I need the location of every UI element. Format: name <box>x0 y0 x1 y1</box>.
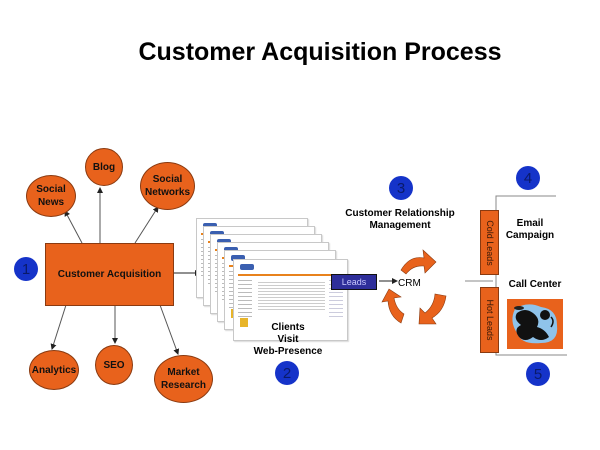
step-3-badge: 3 <box>389 176 413 200</box>
web-page-thumbnail <box>233 259 348 341</box>
leads-box: Leads <box>331 274 377 290</box>
call-center-figure-icon <box>512 304 558 344</box>
cold-leads-tab: Cold Leads <box>480 210 499 275</box>
analytics-bubble: Analytics <box>29 350 79 390</box>
web-presence-line-1: Clients <box>271 322 305 333</box>
email-campaign-line-1: Email <box>516 218 544 229</box>
cycle-arrow-left <box>381 288 405 324</box>
call-center-illustration <box>507 299 563 349</box>
blog-label: Blog <box>92 161 116 173</box>
market-research-bubble: Market Research <box>154 355 213 403</box>
blog-bubble: Blog <box>85 148 123 186</box>
crm-label: CRM <box>398 278 421 289</box>
email-campaign-label: Email Campaign <box>500 218 560 242</box>
crm-title: Customer Relationship Management <box>340 208 460 232</box>
arrow-to-social-networks <box>134 206 159 244</box>
arrow-to-analytics <box>50 304 67 350</box>
cold-leads-label: Cold Leads <box>484 219 495 266</box>
crm-title-line-2: Management <box>369 220 431 231</box>
web-presence-line-3: Web-Presence <box>253 346 323 357</box>
analytics-label: Analytics <box>31 364 77 376</box>
seo-label: SEO <box>103 359 125 371</box>
step-2-badge: 2 <box>275 361 299 385</box>
social-networks-label: Social Networks <box>144 174 190 198</box>
step-5-badge: 5 <box>526 362 550 386</box>
hot-leads-tab: Hot Leads <box>480 287 499 353</box>
social-networks-bubble: Social Networks <box>140 162 195 210</box>
social-news-bubble: Social News <box>26 175 76 217</box>
web-presence-line-2: Visit <box>277 334 299 345</box>
market-research-label: Market Research <box>160 367 207 391</box>
seo-bubble: SEO <box>95 345 133 385</box>
bracket-outline <box>495 195 567 356</box>
diagram-title: Customer Acquisition Process <box>138 38 502 66</box>
call-center-label: Call Center <box>508 279 562 290</box>
cycle-arrow-right <box>418 293 447 325</box>
web-presence-label: Clients Visit Web-Presence <box>248 322 328 358</box>
hot-leads-label: Hot Leads <box>484 299 495 341</box>
social-news-label: Social News <box>36 184 66 208</box>
email-campaign-line-2: Campaign <box>505 230 555 241</box>
step-1-badge: 1 <box>14 257 38 281</box>
arrow-to-market-research <box>159 304 180 355</box>
cycle-arrow-top <box>400 249 437 275</box>
arrow-to-social-news <box>64 210 83 244</box>
crm-title-line-1: Customer Relationship <box>345 208 455 219</box>
customer-acquisition-label: Customer Acquisition <box>57 269 162 280</box>
step-4-badge: 4 <box>516 166 540 190</box>
leads-label: Leads <box>341 277 367 287</box>
customer-acquisition-box: Customer Acquisition <box>45 243 174 306</box>
